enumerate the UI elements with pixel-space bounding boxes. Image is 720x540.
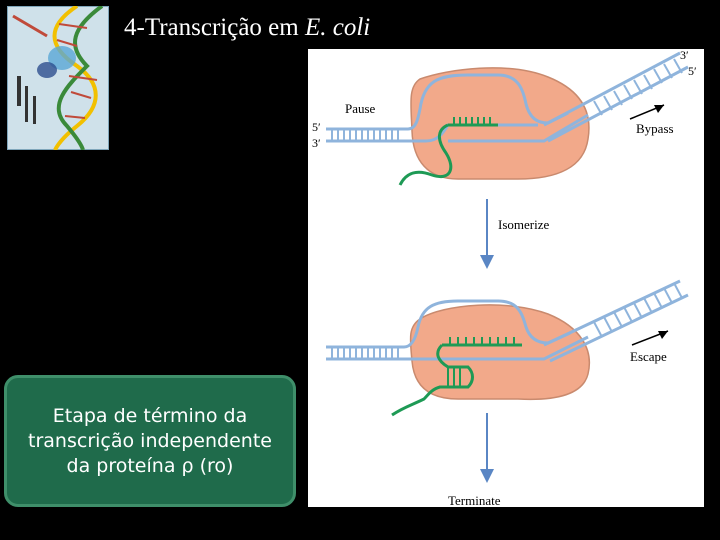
- title-organism: E. coli: [304, 14, 371, 41]
- escape-complex: [326, 279, 689, 417]
- strand-5prime-top: 5′: [688, 64, 697, 78]
- terminate-label: Terminate: [448, 493, 501, 507]
- title-text: 4-Transcrição em: [124, 14, 305, 41]
- isomerize-label: Isomerize: [498, 217, 549, 232]
- strand-3prime-top: 3′: [680, 49, 689, 62]
- caption-box: Etapa de término da transcrição independ…: [4, 375, 296, 507]
- caption-text: Etapa de término da transcrição independ…: [28, 404, 272, 477]
- polymerase-shape: [410, 67, 590, 180]
- termination-diagram: Pause 5′ 3′ 3′ 5′ Bypass Isomerize: [308, 49, 704, 507]
- pause-complex: [326, 51, 689, 186]
- strand-5prime-left: 5′: [312, 120, 321, 134]
- escape-label: Escape: [630, 349, 667, 364]
- bypass-label: Bypass: [636, 121, 674, 136]
- slide-title: 4-Transcrição em E. coli: [124, 14, 370, 42]
- pause-label: Pause: [345, 101, 376, 116]
- dna-helix-image: [7, 6, 109, 150]
- strand-3prime-left: 3′: [312, 136, 321, 150]
